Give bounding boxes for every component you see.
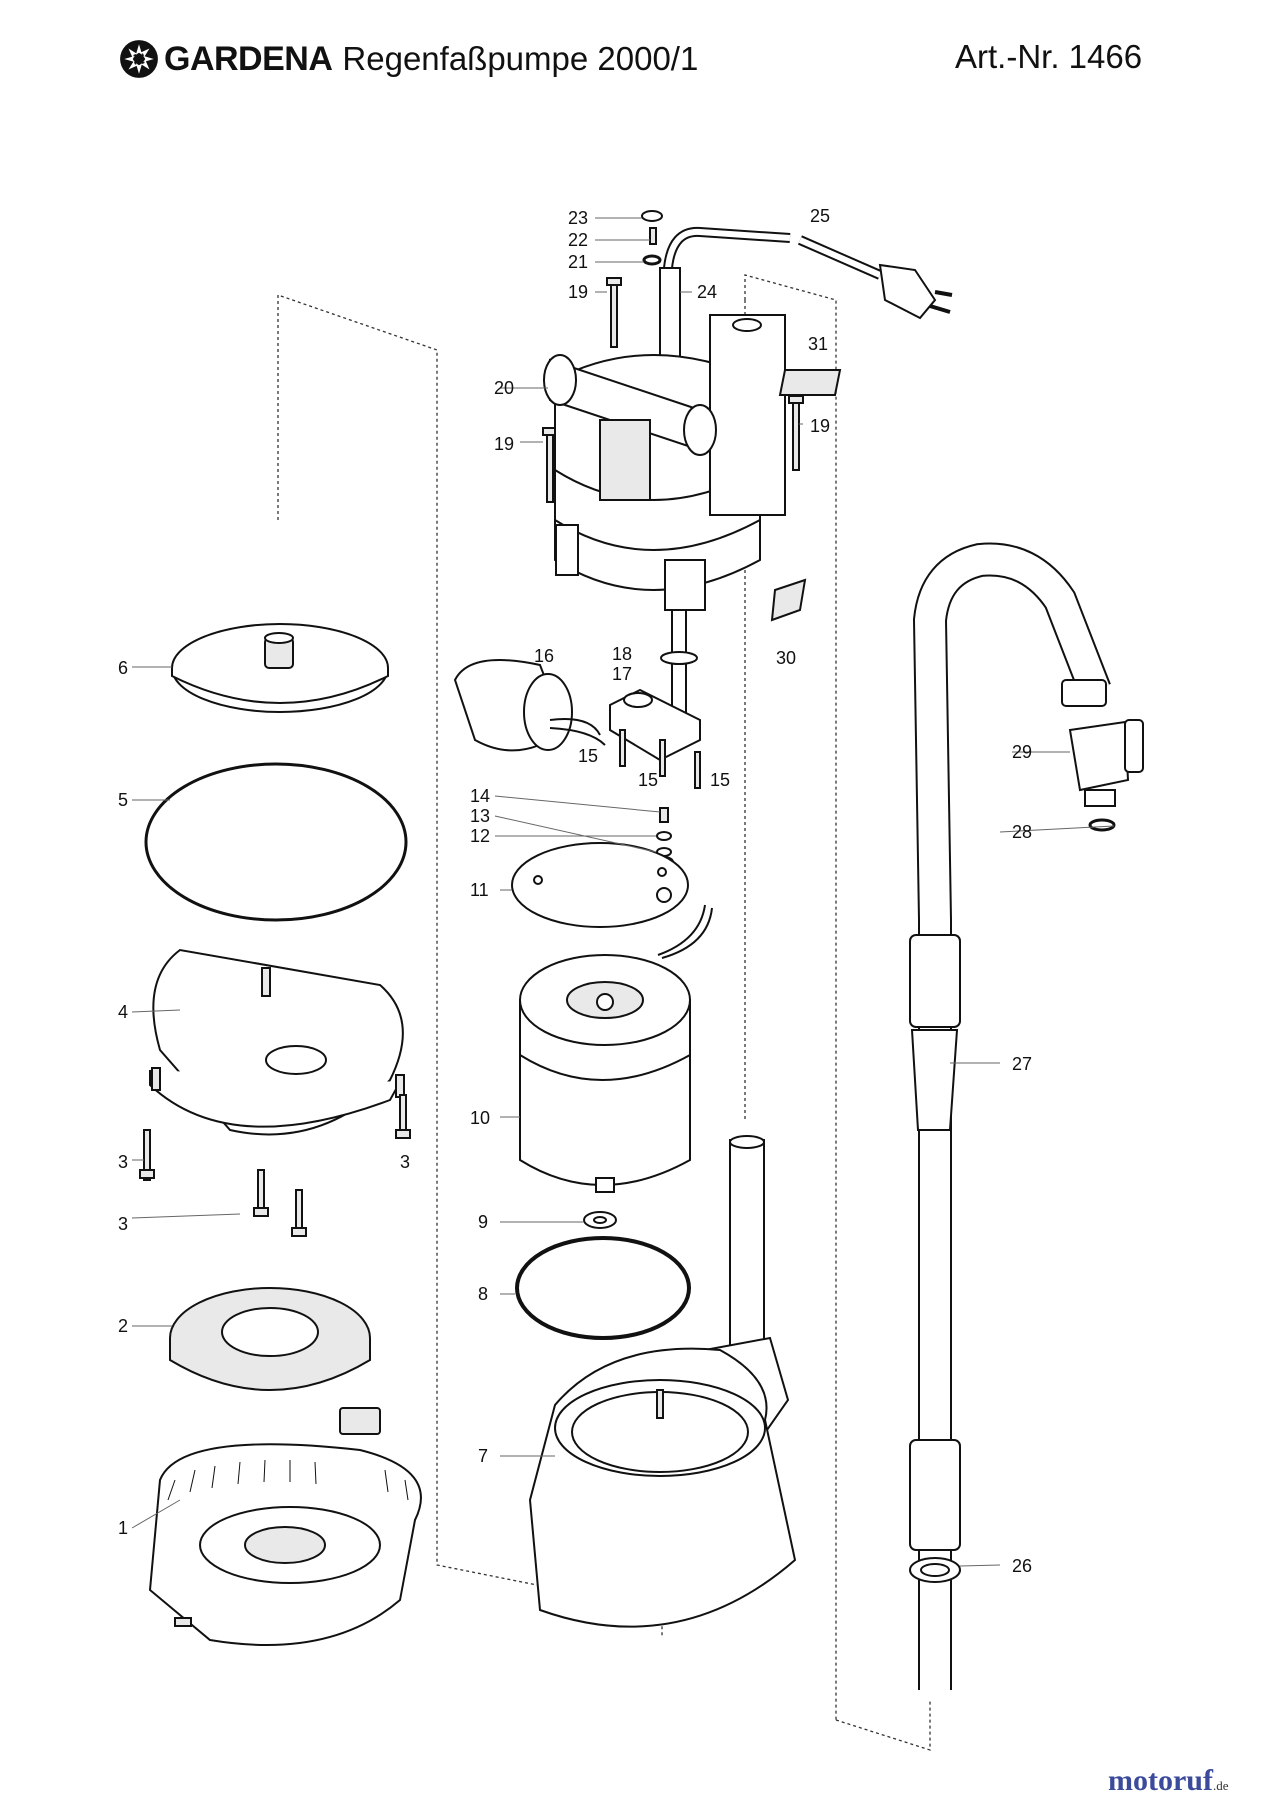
callout-15: 15 xyxy=(710,770,730,790)
part-9-washer xyxy=(583,1211,617,1229)
part-29-connector xyxy=(1068,719,1144,807)
part-8-o-ring xyxy=(515,1236,691,1340)
watermark-text: motoruf xyxy=(1108,1764,1213,1797)
callout-21: 21 xyxy=(568,252,588,272)
part-10-motor-cylinder xyxy=(519,904,713,1193)
part-30-label xyxy=(770,578,807,622)
callout-3: 3 xyxy=(118,1152,128,1172)
callout-19: 19 xyxy=(568,282,588,302)
callout-3: 3 xyxy=(118,1214,128,1234)
part-2-filter-foam xyxy=(169,1287,371,1391)
brand-name: GARDENA xyxy=(164,39,333,78)
leader-lines xyxy=(131,217,1115,1567)
watermark-suffix: .de xyxy=(1212,1778,1229,1793)
callout-3: 3 xyxy=(400,1152,410,1172)
callout-8: 8 xyxy=(478,1284,488,1304)
callout-labels: 1 2 3 3 3 4 5 6 7 8 9 10 11 12 13 14 15 … xyxy=(118,206,1032,1576)
part-25-cable-plug xyxy=(663,226,953,320)
callout-4: 4 xyxy=(118,1002,128,1022)
part-24-cable-tube xyxy=(659,267,681,359)
callout-5: 5 xyxy=(118,790,128,810)
callout-26: 26 xyxy=(1012,1556,1032,1576)
callout-7: 7 xyxy=(478,1446,488,1466)
callout-12: 12 xyxy=(470,826,490,846)
brand: GARDENA Regenfaßpumpe 2000/1 xyxy=(118,38,698,80)
callout-24: 24 xyxy=(697,282,717,302)
callout-22: 22 xyxy=(568,230,588,250)
part-11-cover-plate xyxy=(511,842,689,928)
part-6-disc xyxy=(171,623,389,713)
callout-29: 29 xyxy=(1012,742,1032,762)
part-15-screws xyxy=(619,729,701,789)
watermark: motoruf.de xyxy=(1108,1764,1229,1798)
part-5-gasket-ring xyxy=(144,762,408,922)
callout-2: 2 xyxy=(118,1316,128,1336)
callout-19: 19 xyxy=(810,416,830,436)
callout-11: 11 xyxy=(470,880,489,900)
callout-27: 27 xyxy=(1012,1054,1032,1074)
part-27-riser-hose xyxy=(909,542,1111,1690)
callout-31: 31 xyxy=(808,334,828,354)
callout-1: 1 xyxy=(118,1518,128,1538)
part-20-pump-housing xyxy=(543,314,786,611)
part-16-capacitor xyxy=(453,659,606,752)
callout-20: 20 xyxy=(494,378,514,398)
callout-15: 15 xyxy=(578,746,598,766)
callout-9: 9 xyxy=(478,1212,488,1232)
gardena-logo-icon xyxy=(120,40,158,78)
part-7-pump-base xyxy=(528,1135,797,1628)
part-4-frame xyxy=(149,948,405,1136)
callout-16: 16 xyxy=(534,646,554,666)
part-1-base-basket xyxy=(148,1407,422,1646)
product-title: Regenfaßpumpe 2000/1 xyxy=(342,40,699,77)
part-23-21-small-parts xyxy=(641,210,663,266)
callout-14: 14 xyxy=(470,786,490,806)
callout-17: 17 xyxy=(612,664,632,684)
callout-6: 6 xyxy=(118,658,128,678)
part-28-o-ring xyxy=(1088,818,1116,832)
part-3-screws xyxy=(139,1094,411,1237)
callout-18: 18 xyxy=(612,644,632,664)
part-26-washer xyxy=(909,1557,961,1583)
callout-30: 30 xyxy=(776,648,796,668)
callout-15: 15 xyxy=(638,770,658,790)
callout-13: 13 xyxy=(470,806,490,826)
part-17-bracket xyxy=(609,688,701,762)
article-number: Art.-Nr. 1466 xyxy=(955,38,1143,75)
part-31-label xyxy=(778,369,842,396)
callout-23: 23 xyxy=(568,208,588,228)
callout-28: 28 xyxy=(1012,822,1032,842)
header: GARDENA Regenfaßpumpe 2000/1 Art.-Nr. 14… xyxy=(0,0,1272,110)
callout-25: 25 xyxy=(810,206,830,226)
callout-10: 10 xyxy=(470,1108,490,1128)
callout-19: 19 xyxy=(494,434,514,454)
